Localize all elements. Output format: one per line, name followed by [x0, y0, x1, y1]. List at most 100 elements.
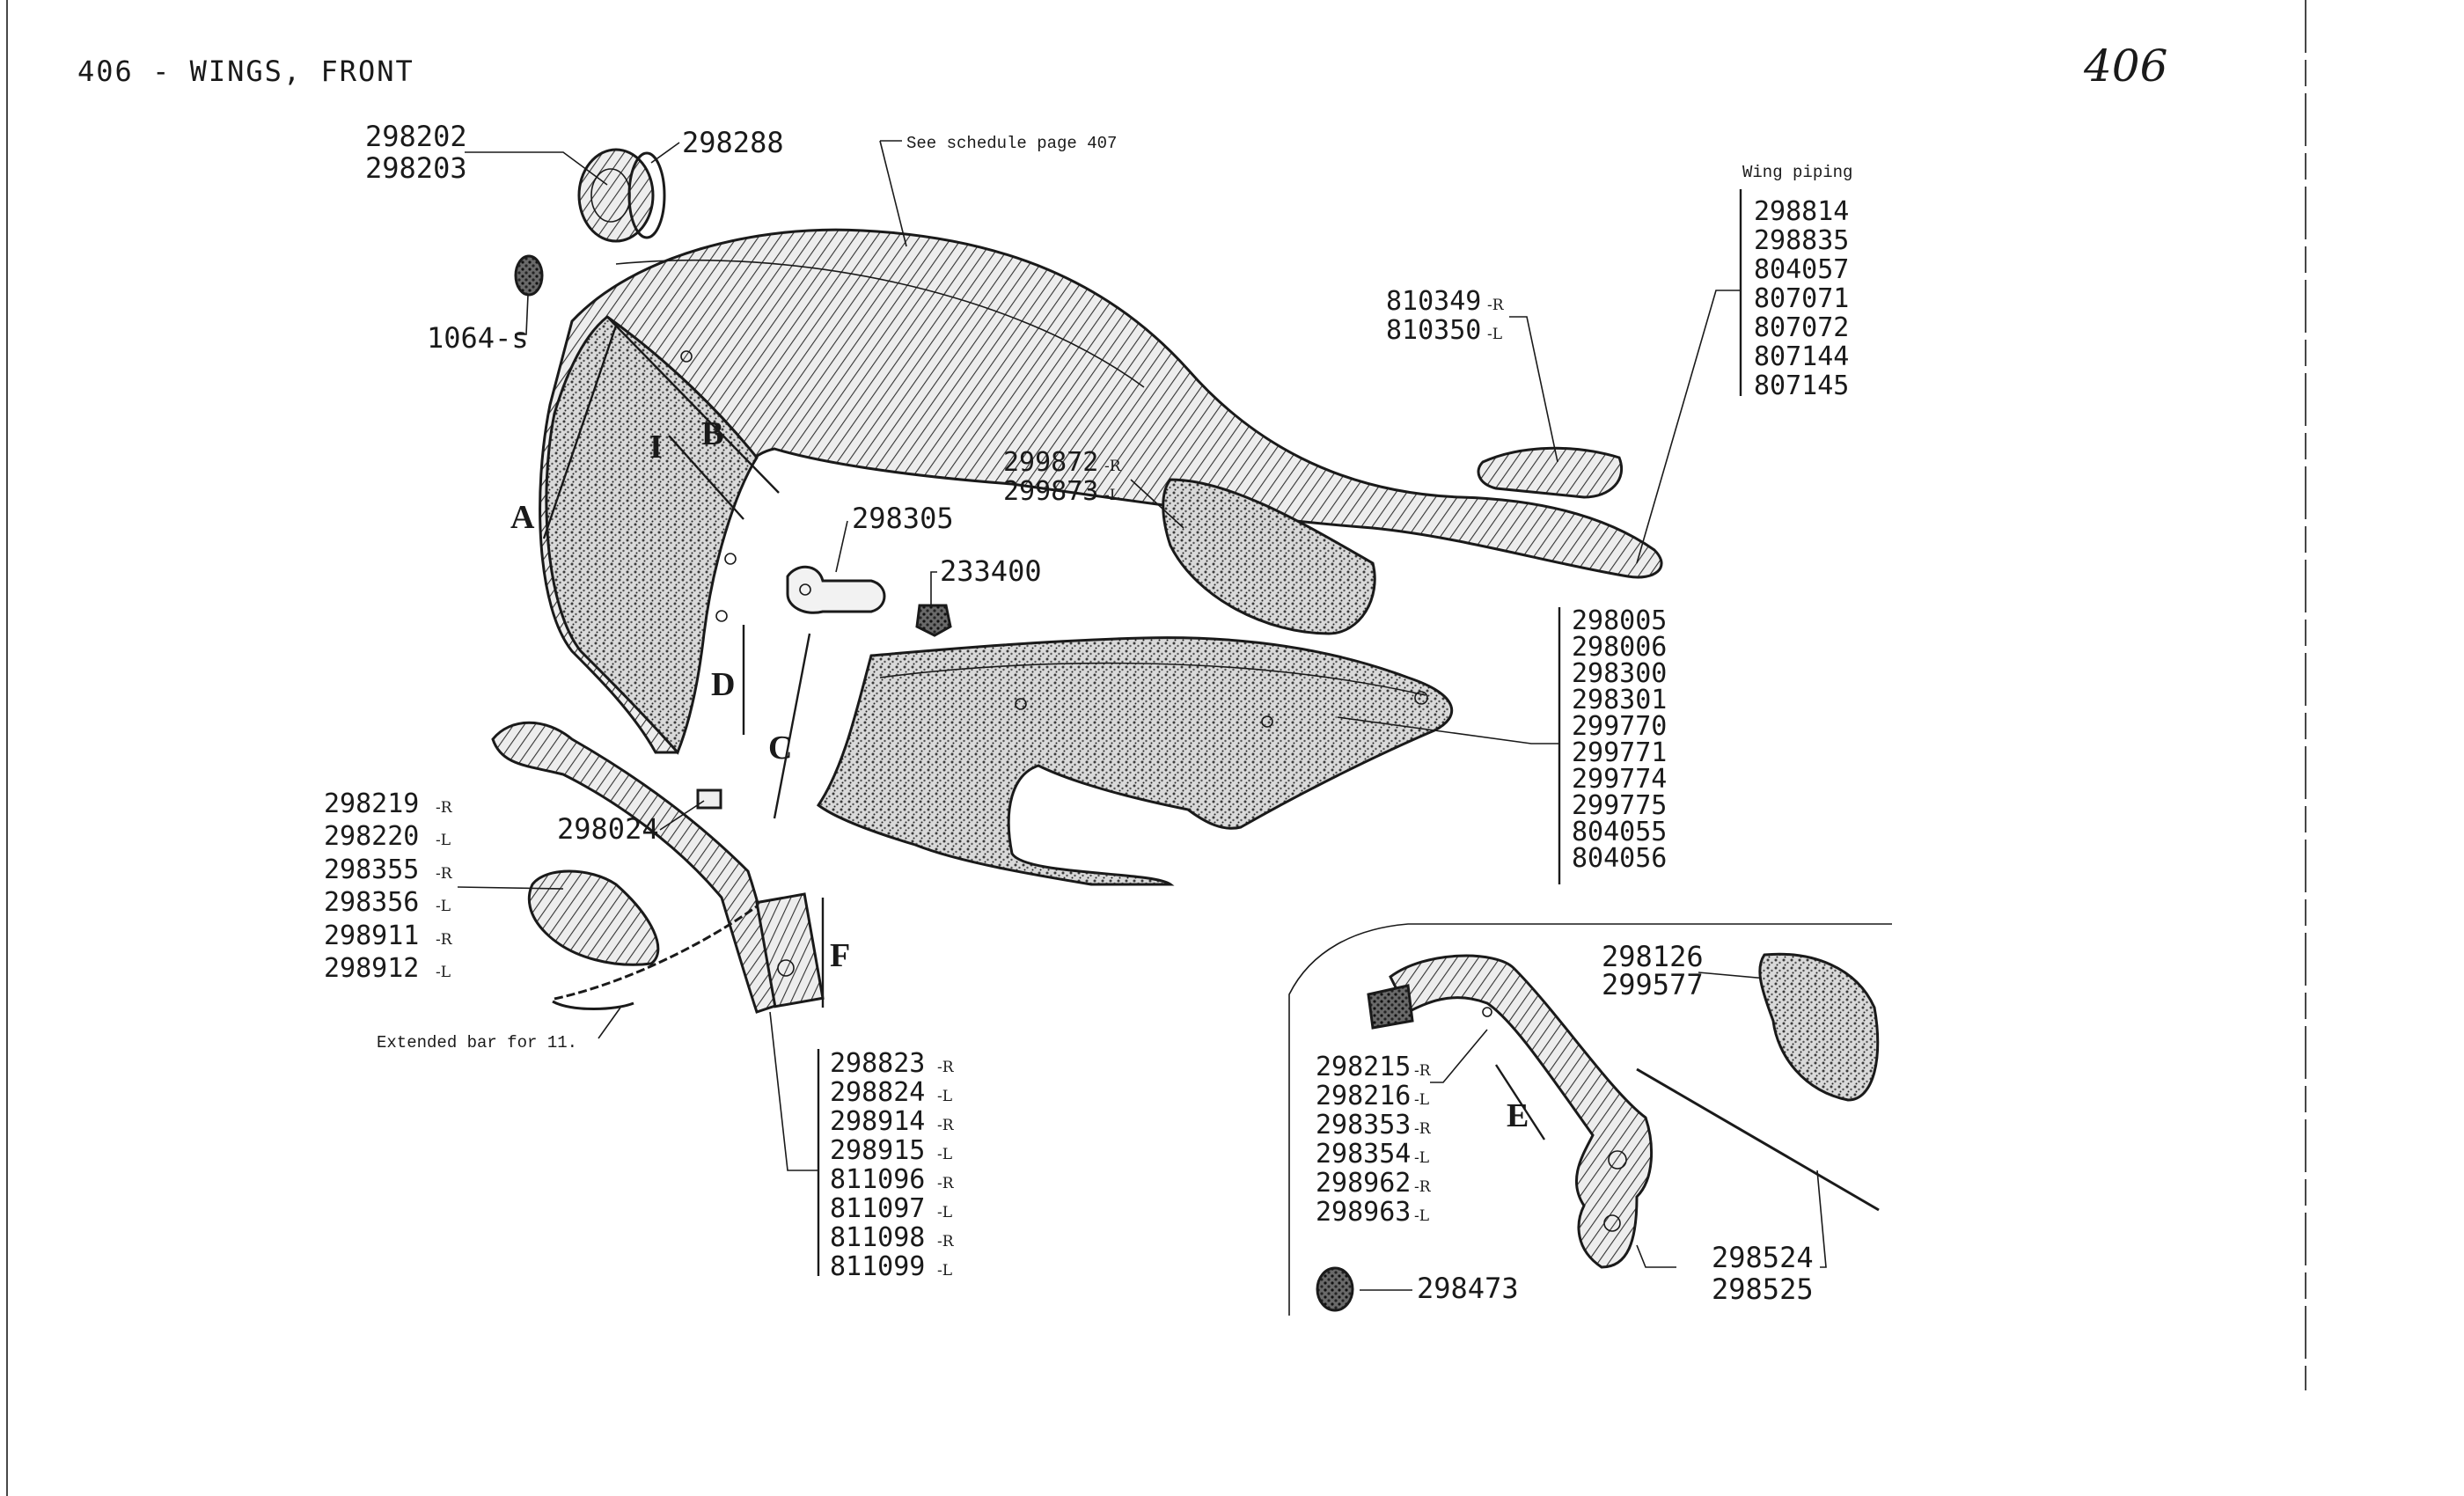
leader-810349 — [1509, 316, 1558, 463]
label-298024: 298024 — [557, 812, 659, 846]
sidelamp-assembly — [577, 148, 666, 243]
clip-233400 — [915, 604, 952, 637]
side-suffix: -R — [436, 865, 453, 883]
leader-1064 — [515, 294, 529, 335]
bracket-foot-plate — [755, 892, 825, 1008]
part-number: 298220 — [324, 821, 419, 852]
label-298288: 298288 — [682, 126, 784, 159]
dim-letter-e: E — [1507, 1097, 1529, 1134]
leader-298355 — [457, 886, 564, 890]
dim-letter-i: I — [649, 429, 663, 466]
inset-bracket-illustration — [1316, 952, 1880, 1312]
part-number: 298911 — [324, 920, 419, 951]
part-number: 810350 — [1386, 315, 1481, 346]
sidelamp-rim — [627, 151, 666, 239]
part-number: 298912 — [324, 953, 419, 984]
part-number: 298962 — [1316, 1168, 1411, 1199]
bracket-left-part-list: 298219 -R 298220 -L 298355 -R 298356 -L … — [324, 788, 564, 984]
part-number: 298824 — [830, 1077, 925, 1108]
leader-298524 — [1636, 1170, 1827, 1268]
part-number: 298301 — [1572, 685, 1667, 715]
extended-bar-leader — [598, 1007, 621, 1039]
part-number: 298216 — [1316, 1081, 1411, 1111]
valance-flange-line — [879, 662, 1426, 696]
side-suffix: -R — [937, 1175, 955, 1192]
part-number: 807071 — [1754, 283, 1849, 314]
part-number: 298814 — [1754, 196, 1849, 227]
inset-bracket-mounting-end — [1367, 984, 1414, 1030]
side-suffix: -L — [1487, 326, 1502, 343]
inset-bracket-hole — [1603, 1214, 1621, 1232]
schedule-note-leader — [879, 140, 907, 247]
inset-frame — [1288, 923, 1892, 1316]
wing-bolt-hole — [715, 610, 728, 622]
leader-wing-piping — [1636, 290, 1741, 564]
part-number: 299873 — [1003, 476, 1098, 507]
part-number: 807145 — [1754, 370, 1849, 401]
part-number: 804055 — [1572, 817, 1667, 847]
part-number: 298356 — [324, 887, 419, 918]
side-suffix: -L — [1414, 1207, 1429, 1225]
label-298126: 298126 — [1602, 940, 1704, 973]
callout-labels: 298202 298203 298288 1064-s 298305 23340… — [365, 120, 1827, 1306]
part-number: 298915 — [830, 1135, 925, 1166]
inset-bracket-part-list: 298215 -R 298216 -L 298353 -R 298354 -L … — [1316, 1029, 1488, 1228]
inset-bracket-hole — [1608, 1150, 1627, 1170]
extended-bar-piping — [554, 905, 758, 1001]
spacer-298024 — [696, 788, 722, 810]
side-suffix: -R — [937, 1059, 955, 1076]
side-suffix: -R — [436, 931, 453, 949]
label-298202: 298202 — [365, 120, 467, 153]
side-suffix: -L — [436, 832, 451, 849]
part-number: 811096 — [830, 1164, 925, 1195]
label-298525: 298525 — [1712, 1272, 1814, 1306]
leader-233400 — [930, 571, 937, 605]
part-number: 298219 — [324, 788, 419, 819]
bracket-bottom-part-list: 298823 -R 298824 -L 298914 -R 298915 -L … — [769, 1011, 955, 1282]
label-299577: 299577 — [1602, 968, 1704, 1001]
part-number: 811099 — [830, 1251, 925, 1282]
part-number: 298006 — [1572, 632, 1667, 663]
label-298203: 298203 — [365, 151, 467, 185]
leader-298288 — [650, 142, 680, 164]
leader-298305 — [835, 520, 848, 573]
part-number: 807144 — [1754, 341, 1849, 372]
dim-letter-d: D — [711, 666, 735, 703]
label-233400: 233400 — [940, 554, 1042, 588]
valance-hole — [1261, 715, 1273, 728]
valance-hole — [1015, 698, 1027, 710]
part-number: 299775 — [1572, 790, 1667, 821]
wing-crown-line — [615, 259, 1145, 388]
part-number: 298005 — [1572, 605, 1667, 636]
part-number: 804056 — [1572, 843, 1667, 874]
part-number: 299770 — [1572, 711, 1667, 742]
inset-grommet-298473 — [1316, 1266, 1354, 1312]
part-number: 807072 — [1754, 312, 1849, 343]
side-suffix: -R — [1414, 1120, 1432, 1138]
dim-letter-f: F — [830, 937, 850, 974]
part-number: 298835 — [1754, 225, 1849, 256]
side-suffix: -L — [937, 1146, 952, 1163]
wing-stay-bar — [491, 721, 785, 1014]
leader-inset-bracket — [1430, 1029, 1488, 1083]
valance-part-list: 298005 298006 298300 298301 299770 29977… — [1337, 605, 1667, 884]
part-number: 810349 — [1386, 286, 1481, 317]
part-number: 298300 — [1572, 658, 1667, 689]
side-suffix: -L — [1104, 487, 1119, 504]
valance-pad-part-list: 299872 -R 299873 -L — [1003, 447, 1184, 529]
rubber-buffer-298355 — [527, 869, 660, 966]
inset-wing-bracket — [1389, 954, 1654, 1269]
valance-pad — [1162, 478, 1376, 635]
side-suffix: -L — [1414, 1149, 1429, 1167]
label-1064-s: 1064-s — [427, 321, 529, 355]
side-suffix: -L — [937, 1262, 952, 1280]
dim-letter-b: B — [701, 415, 723, 452]
side-suffix: -L — [937, 1204, 952, 1221]
leader-298024 — [659, 800, 705, 831]
side-suffix: -R — [937, 1117, 955, 1134]
valance-hole — [1414, 691, 1428, 705]
part-number: 804057 — [1754, 254, 1849, 285]
front-wing-inner-face — [545, 315, 759, 755]
dim-letter-a: A — [510, 499, 535, 536]
